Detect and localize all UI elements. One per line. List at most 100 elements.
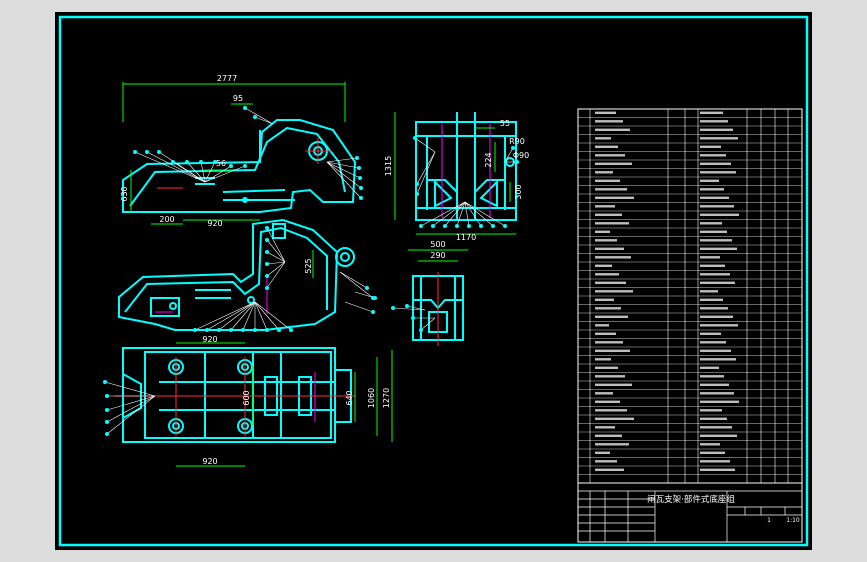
part-balloon: [413, 136, 417, 140]
parts-list-name-placeholder: [595, 247, 624, 250]
part-balloon: [265, 262, 269, 266]
dim-phi90: Φ90: [513, 151, 529, 160]
part-balloon: [193, 328, 197, 332]
parts-list-spec-placeholder: [700, 460, 730, 463]
parts-list-name-placeholder: [595, 281, 626, 284]
parts-list-name-placeholder: [595, 383, 632, 386]
parts-list-spec-placeholder: [700, 162, 731, 165]
part-balloon: [205, 328, 209, 332]
parts-list-name-placeholder: [595, 298, 614, 301]
dim-630: 630: [120, 186, 129, 201]
leader-line: [254, 116, 274, 125]
leader-line: [172, 161, 206, 183]
leader-line: [414, 137, 436, 153]
leader-line: [326, 161, 362, 189]
drawing-sheet: 2777 95 56 630 200 920 1315 55 R90 Φ90 2…: [55, 12, 812, 550]
parts-list-name-placeholder: [595, 468, 624, 471]
parts-list-name-placeholder: [595, 230, 610, 233]
part-balloon: [359, 186, 363, 190]
parts-list-name-placeholder: [595, 332, 616, 335]
parts-list-spec-placeholder: [700, 196, 729, 199]
part-balloon: [133, 150, 137, 154]
parts-list-spec-placeholder: [700, 290, 718, 293]
parts-list-spec-placeholder: [700, 307, 728, 310]
parts-list-spec-placeholder: [700, 137, 738, 140]
leader-line: [444, 201, 466, 227]
title-block: [577, 482, 803, 543]
parts-list-name-placeholder: [595, 264, 612, 267]
leader-line: [204, 165, 246, 183]
part-balloon: [105, 408, 109, 412]
dim-56: 56: [216, 159, 226, 168]
side-view-dimension-lines: [122, 82, 346, 225]
leader-line: [326, 161, 360, 169]
parts-list-spec-placeholder: [700, 239, 732, 242]
parts-list-name-placeholder: [595, 162, 632, 165]
leader-line: [354, 291, 376, 299]
parts-list-name-placeholder: [595, 324, 609, 327]
leader-line: [206, 301, 256, 331]
part-balloon: [253, 115, 257, 119]
parts-list-name-placeholder: [595, 315, 628, 318]
leader-line: [344, 301, 374, 313]
leader-line: [106, 395, 156, 423]
dim-600: 600: [242, 390, 251, 405]
leader-line: [432, 201, 466, 227]
leader-line: [326, 161, 361, 179]
parts-list-name-placeholder: [595, 392, 613, 395]
leader-line: [218, 301, 256, 331]
parts-list-spec-placeholder: [700, 392, 734, 395]
part-balloons: [103, 106, 519, 436]
part-balloon: [415, 192, 419, 196]
part-balloon: [415, 182, 419, 186]
parts-list-spec-placeholder: [700, 264, 725, 267]
parts-list-spec-placeholder: [700, 341, 726, 344]
part-balloon: [265, 328, 269, 332]
part-balloon: [365, 286, 369, 290]
leader-line: [464, 201, 506, 227]
parts-list-spec-placeholder: [700, 349, 731, 352]
end-elevation-view: [415, 112, 517, 221]
part-balloon: [357, 166, 361, 170]
part-balloon: [253, 328, 257, 332]
part-balloon: [289, 328, 293, 332]
parts-list-name-placeholder: [595, 171, 613, 174]
part-balloon: [199, 160, 203, 164]
parts-list-name-placeholder: [595, 239, 617, 242]
parts-list-name-placeholder: [595, 256, 631, 259]
part-balloon: [265, 226, 269, 230]
part-balloon: [105, 394, 109, 398]
parts-list-name-placeholder: [595, 137, 611, 140]
leader-line: [406, 305, 426, 311]
parts-list-table: [577, 108, 803, 484]
parts-list-spec-placeholder: [700, 451, 725, 454]
part-balloon: [171, 160, 175, 164]
parts-list-spec-placeholder: [700, 358, 736, 361]
dim-920-plan-top: 920: [202, 335, 217, 344]
leader-line: [106, 395, 156, 435]
part-balloon: [371, 310, 375, 314]
drawing-scale: 1:10: [786, 517, 800, 524]
side-view-centerlines: [157, 138, 331, 189]
leader-line: [266, 251, 286, 263]
part-balloon: [431, 224, 435, 228]
end-view-hidden-lines: [441, 124, 491, 218]
parts-list-spec-placeholder: [700, 426, 732, 429]
leader-line: [420, 317, 436, 331]
parts-list-name-placeholder: [595, 145, 618, 148]
parts-list-name-placeholder: [595, 366, 618, 369]
part-balloon: [455, 224, 459, 228]
parts-list-name-placeholder: [595, 434, 622, 437]
part-balloon: [355, 156, 359, 160]
drawing-title: 闸瓦支架·部件式底座组: [647, 494, 735, 505]
leader-line: [416, 151, 436, 195]
parts-list-spec-placeholder: [700, 188, 724, 191]
dim-224: 224: [484, 152, 493, 167]
parts-list-name-placeholder: [595, 375, 625, 378]
parts-list-spec-placeholder: [700, 434, 737, 437]
small-end-view-dimension-lines: [408, 249, 468, 262]
parts-list-spec-placeholder: [700, 171, 736, 174]
parts-list-spec-placeholder: [700, 154, 726, 157]
side-elevation-view: [122, 119, 357, 213]
dim-1315: 1315: [384, 156, 393, 176]
